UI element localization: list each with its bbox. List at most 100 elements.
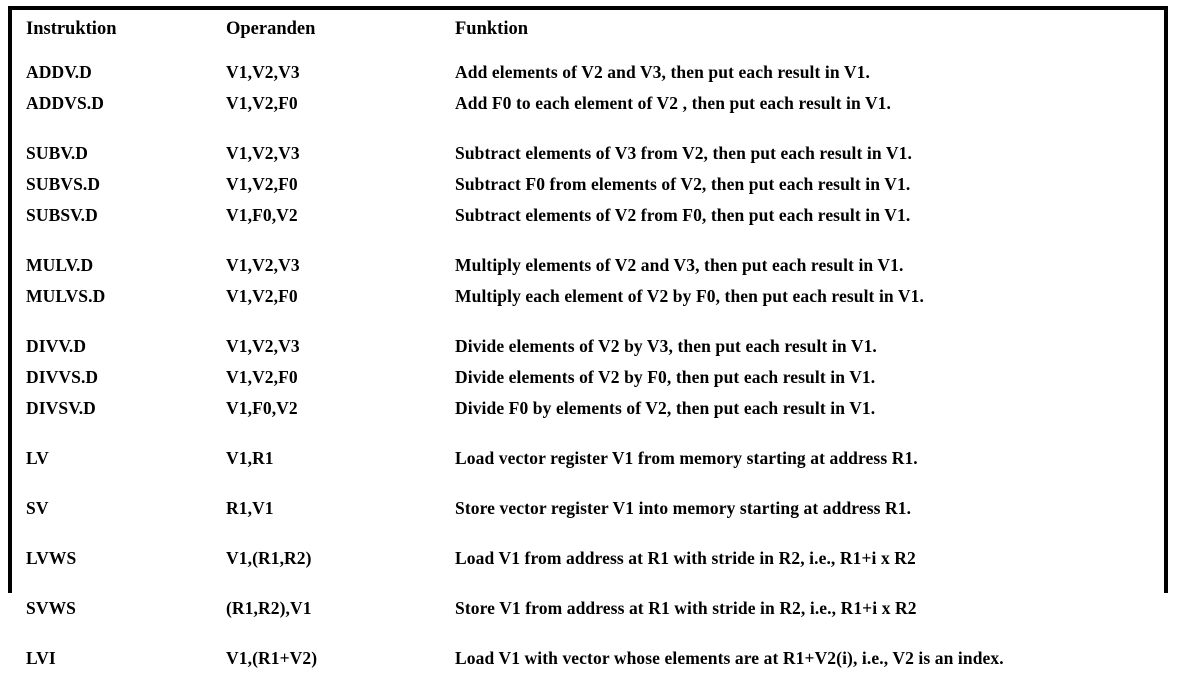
function-stack: Load V1 with vector whose elements are a…: [441, 634, 1164, 684]
cell-operands: V1,V2,V3 V1,V2,F0: [212, 241, 441, 322]
operands-stack: V1,(R1+V2): [212, 634, 441, 684]
operands-value: V1,V2,V3: [226, 62, 300, 82]
cell-function: Load vector register V1 from memory star…: [441, 434, 1164, 484]
column-header-function-label: Funktion: [455, 19, 529, 39]
operands-stack: V1,V2,V3 V1,V2,F0: [212, 48, 441, 129]
function-stack: Store vector register V1 into memory sta…: [441, 484, 1164, 534]
operands-value: V1,R1: [226, 448, 274, 468]
operands-stack: V1,(R1,R2): [212, 534, 441, 584]
operands-value: V1,V2,F0: [226, 93, 298, 113]
instruction-stack: LVI: [12, 634, 212, 684]
operands-value: V1,(R1+V2): [226, 648, 318, 668]
instruction-stack: LV: [12, 434, 212, 484]
function-description: Add elements of V2 and V3, then put each…: [455, 62, 870, 82]
instruction-name: DIVV.D: [26, 336, 87, 356]
function-description: Subtract F0 from elements of V2, then pu…: [455, 174, 911, 194]
operands-value: V1,V2,V3: [226, 143, 300, 163]
instruction-name: ADDV.D: [26, 62, 92, 82]
column-header-instruction-label: Instruktion: [26, 19, 117, 39]
table-row: SUBV.D SUBVS.D SUBSV.D V1,V2,V3 V1,V2,F0…: [12, 129, 1164, 241]
operands-value: V1,V2,F0: [226, 367, 298, 387]
table-row: ADDV.D ADDVS.D V1,V2,V3 V1,V2,F0 Add ele…: [12, 48, 1164, 129]
instruction-name: LVI: [26, 648, 56, 668]
cell-instruction: LV: [12, 434, 212, 484]
operands-value: V1,V2,F0: [226, 174, 298, 194]
table-row: LVI V1,(R1+V2) Load V1 with vector whose…: [12, 634, 1164, 684]
table-body: ADDV.D ADDVS.D V1,V2,V3 V1,V2,F0 Add ele…: [12, 48, 1164, 684]
instruction-stack: SVWS: [12, 584, 212, 634]
cell-operands: (R1,R2),V1: [212, 584, 441, 634]
cell-instruction: SUBV.D SUBVS.D SUBSV.D: [12, 129, 212, 241]
function-description: Multiply elements of V2 and V3, then put…: [455, 255, 904, 275]
function-stack: Load V1 from address at R1 with stride i…: [441, 534, 1164, 584]
cell-instruction: LVWS: [12, 534, 212, 584]
cell-function: Load V1 with vector whose elements are a…: [441, 634, 1164, 684]
instruction-stack: SV: [12, 484, 212, 534]
operands-value: R1,V1: [226, 498, 274, 518]
instruction-stack: DIVV.D DIVVS.D DIVSV.D: [12, 322, 212, 434]
operands-stack: (R1,R2),V1: [212, 584, 441, 634]
operands-value: V1,V2,V3: [226, 336, 300, 356]
cell-instruction: ADDV.D ADDVS.D: [12, 48, 212, 129]
table-row: LV V1,R1 Load vector register V1 from me…: [12, 434, 1164, 484]
column-header-function: Funktion: [441, 10, 1164, 48]
column-header-operands: Operanden: [212, 10, 441, 48]
operands-value: V1,F0,V2: [226, 205, 298, 225]
function-stack: Divide elements of V2 by V3, then put ea…: [441, 322, 1164, 434]
instruction-name: MULV.D: [26, 255, 94, 275]
table-row: MULV.D MULVS.D V1,V2,V3 V1,V2,F0 Multipl…: [12, 241, 1164, 322]
operands-value: V1,F0,V2: [226, 398, 298, 418]
operands-stack: V1,V2,V3 V1,V2,F0 V1,F0,V2: [212, 129, 441, 241]
cell-operands: R1,V1: [212, 484, 441, 534]
function-description: Divide elements of V2 by F0, then put ea…: [455, 367, 876, 387]
cell-operands: V1,V2,V3 V1,V2,F0 V1,F0,V2: [212, 129, 441, 241]
cell-operands: V1,V2,V3 V1,V2,F0 V1,F0,V2: [212, 322, 441, 434]
function-stack: Load vector register V1 from memory star…: [441, 434, 1164, 484]
function-description: Add F0 to each element of V2 , then put …: [455, 93, 892, 113]
function-description: Subtract elements of V3 from V2, then pu…: [455, 143, 912, 163]
table-row: SVWS (R1,R2),V1 Store V1 from address at…: [12, 584, 1164, 634]
table-row: DIVV.D DIVVS.D DIVSV.D V1,V2,V3 V1,V2,F0…: [12, 322, 1164, 434]
cell-instruction: DIVV.D DIVVS.D DIVSV.D: [12, 322, 212, 434]
page-root: Instruktion Operanden Funktion ADDV.D: [8, 6, 1168, 668]
function-stack: Subtract elements of V3 from V2, then pu…: [441, 129, 1164, 241]
function-stack: Multiply elements of V2 and V3, then put…: [441, 241, 1164, 322]
instruction-stack: SUBV.D SUBVS.D SUBSV.D: [12, 129, 212, 241]
cell-function: Multiply elements of V2 and V3, then put…: [441, 241, 1164, 322]
function-description: Multiply each element of V2 by F0, then …: [455, 286, 924, 306]
instruction-stack: LVWS: [12, 534, 212, 584]
function-description: Divide elements of V2 by V3, then put ea…: [455, 336, 877, 356]
instruction-name: SUBV.D: [26, 143, 89, 163]
column-header-instruction: Instruktion: [12, 10, 212, 48]
cell-instruction: SVWS: [12, 584, 212, 634]
cell-instruction: MULV.D MULVS.D: [12, 241, 212, 322]
instruction-table: Instruktion Operanden Funktion ADDV.D: [12, 10, 1164, 684]
cell-function: Add elements of V2 and V3, then put each…: [441, 48, 1164, 129]
instruction-name: SV: [26, 498, 49, 518]
instruction-name: ADDVS.D: [26, 93, 104, 113]
function-stack: Store V1 from address at R1 with stride …: [441, 584, 1164, 634]
cell-function: Store V1 from address at R1 with stride …: [441, 584, 1164, 634]
operands-value: V1,V2,F0: [226, 286, 298, 306]
instruction-name: MULVS.D: [26, 286, 106, 306]
table-row: LVWS V1,(R1,R2) Load V1 from address at …: [12, 534, 1164, 584]
operands-value: V1,(R1,R2): [226, 548, 312, 568]
cell-operands: V1,V2,V3 V1,V2,F0: [212, 48, 441, 129]
operands-stack: V1,V2,V3 V1,V2,F0: [212, 241, 441, 322]
table-row: SV R1,V1 Store vector register V1 into m…: [12, 484, 1164, 534]
instruction-name: SUBVS.D: [26, 174, 101, 194]
instruction-stack: MULV.D MULVS.D: [12, 241, 212, 322]
function-description: Load vector register V1 from memory star…: [455, 448, 918, 468]
instruction-name: DIVSV.D: [26, 398, 96, 418]
operands-stack: V1,R1: [212, 434, 441, 484]
instruction-name: SVWS: [26, 598, 77, 618]
operands-stack: V1,V2,V3 V1,V2,F0 V1,F0,V2: [212, 322, 441, 434]
cell-function: Store vector register V1 into memory sta…: [441, 484, 1164, 534]
operands-stack: R1,V1: [212, 484, 441, 534]
function-description: Load V1 from address at R1 with stride i…: [455, 548, 916, 568]
instruction-name: LV: [26, 448, 49, 468]
function-description: Load V1 with vector whose elements are a…: [455, 648, 1004, 668]
cell-operands: V1,(R1,R2): [212, 534, 441, 584]
instruction-stack: ADDV.D ADDVS.D: [12, 48, 212, 129]
function-description: Divide F0 by elements of V2, then put ea…: [455, 398, 876, 418]
